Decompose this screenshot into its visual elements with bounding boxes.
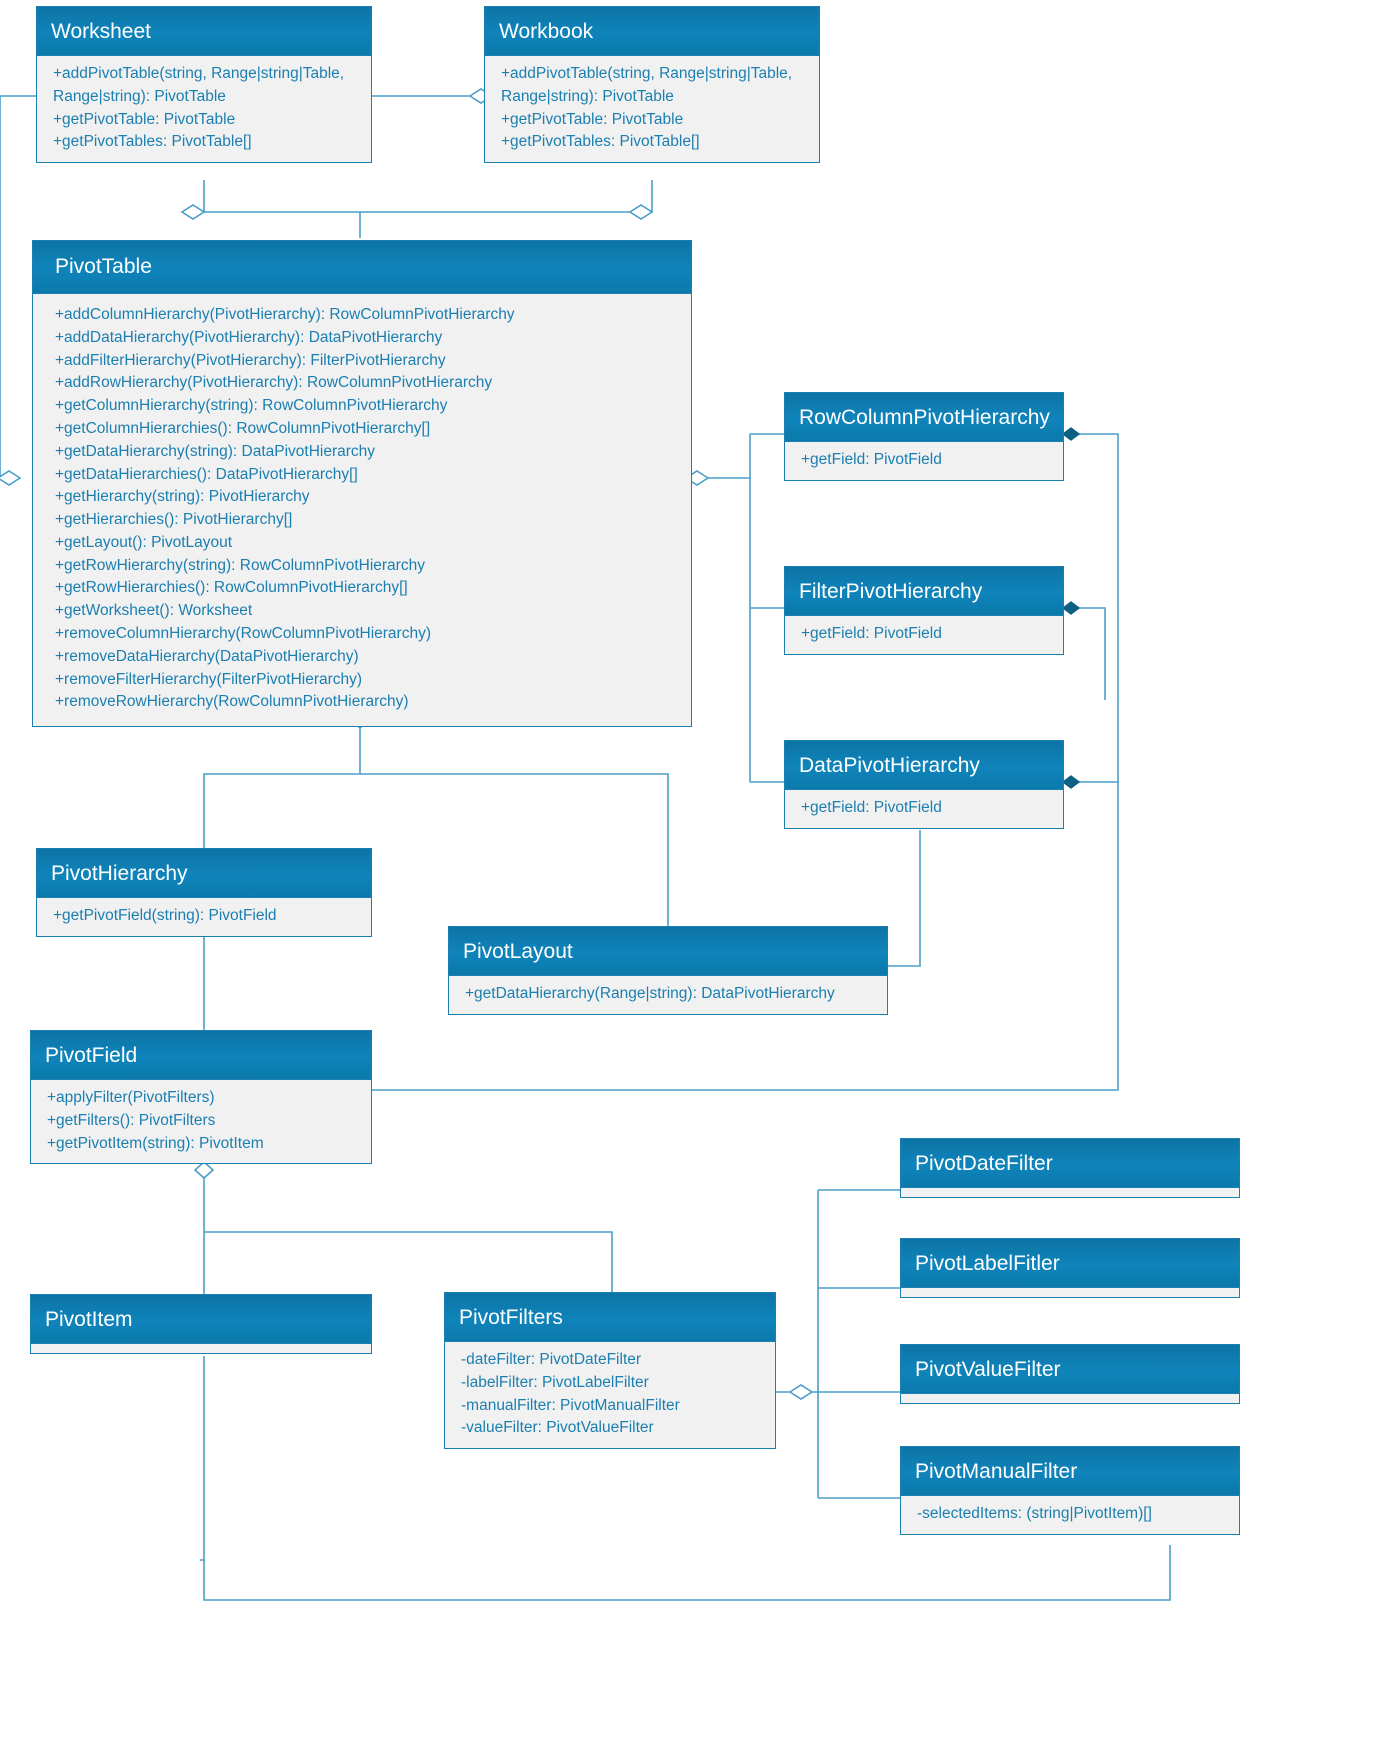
class-box-pivottable[interactable]: PivotTable +addColumnHierarchy(PivotHier… bbox=[32, 240, 692, 728]
class-members-pivotmanualfilter: -selectedItems: (string|PivotItem)[] bbox=[901, 1495, 1239, 1534]
class-box-worksheet[interactable]: Worksheet +addPivotTable(string, Range|s… bbox=[36, 6, 372, 164]
composition-diamond bbox=[1061, 427, 1081, 441]
class-box-pivothierarchy[interactable]: PivotHierarchy +getPivotField(string): P… bbox=[36, 848, 372, 937]
member: +addColumnHierarchy(PivotHierarchy): Row… bbox=[55, 306, 515, 324]
class-members-rowcolumnpivothierarchy: +getField: PivotField bbox=[785, 441, 1063, 480]
member: +getColumnHierarchies(): RowColumnPivotH… bbox=[55, 420, 431, 437]
member: +getLayout(): PivotLayout bbox=[55, 533, 233, 551]
class-members-workbook: +addPivotTable(string, Range|string|Tabl… bbox=[485, 55, 819, 163]
class-box-pivotvaluefilter[interactable]: PivotValueFilter bbox=[900, 1344, 1240, 1405]
member: +addPivotTable(string, Range|string|Tabl… bbox=[53, 65, 345, 105]
member: +removeColumnHierarchy(RowColumnPivotHie… bbox=[55, 625, 431, 643]
aggregation-diamond bbox=[180, 204, 206, 220]
class-title-pivotlabelfilter: PivotLabelFitler bbox=[901, 1239, 1239, 1288]
class-members-pivothierarchy: +getPivotField(string): PivotField bbox=[37, 897, 371, 936]
class-members-pivotfield: +applyFilter(PivotFilters) +getFilters()… bbox=[31, 1079, 371, 1164]
class-box-filterpivothierarchy[interactable]: FilterPivotHierarchy +getField: PivotFie… bbox=[784, 566, 1064, 655]
member: +getWorksheet(): Worksheet bbox=[55, 602, 253, 620]
member: +removeFilterHierarchy(FilterPivotHierar… bbox=[55, 670, 363, 688]
member: +getPivotTable: PivotTable bbox=[501, 110, 684, 128]
member: +addFilterHierarchy(PivotHierarchy): Fil… bbox=[55, 351, 446, 369]
class-box-pivotdatefilter[interactable]: PivotDateFilter bbox=[900, 1138, 1240, 1199]
class-title-pivotlayout: PivotLayout bbox=[449, 927, 887, 976]
class-members-pivotdatefilter bbox=[901, 1187, 1239, 1198]
class-title-pivotfilters: PivotFilters bbox=[445, 1293, 775, 1342]
class-title-pivotdatefilter: PivotDateFilter bbox=[901, 1139, 1239, 1188]
member: +getHierarchy(string): PivotHierarchy bbox=[55, 488, 310, 506]
member: +getDataHierarchies(): DataPivotHierarch… bbox=[55, 465, 358, 483]
class-box-pivotfilters[interactable]: PivotFilters -dateFilter: PivotDateFilte… bbox=[444, 1292, 776, 1450]
member: +getRowHierarchy(string): RowColumnPivot… bbox=[55, 556, 425, 574]
aggregation-diamond bbox=[0, 470, 22, 486]
class-title-pivotmanualfilter: PivotManualFilter bbox=[901, 1447, 1239, 1496]
member: +addPivotTable(string, Range|string|Tabl… bbox=[501, 65, 793, 105]
aggregation-diamond bbox=[788, 1384, 814, 1400]
member: +applyFilter(PivotFilters) bbox=[47, 1089, 215, 1107]
member: +getDataHierarchy(string): DataPivotHier… bbox=[55, 442, 376, 460]
member: +addRowHierarchy(PivotHierarchy): RowCol… bbox=[55, 374, 493, 392]
class-members-datapivothierarchy: +getField: PivotField bbox=[785, 789, 1063, 828]
class-members-pivotlabelfilter bbox=[901, 1287, 1239, 1298]
member: +removeRowHierarchy(RowColumnPivotHierar… bbox=[55, 693, 409, 711]
member: +removeDataHierarchy(DataPivotHierarchy) bbox=[55, 647, 359, 665]
member: +getField: PivotField bbox=[801, 799, 942, 817]
member: -manualFilter: PivotManualFilter bbox=[461, 1396, 680, 1414]
member: +getPivotTables: PivotTable[] bbox=[53, 133, 252, 151]
member: -dateFilter: PivotDateFilter bbox=[461, 1351, 642, 1369]
member: +getRowHierarchies(): RowColumnPivotHier… bbox=[55, 579, 408, 597]
class-members-pivotitem bbox=[31, 1343, 371, 1354]
member: +getPivotTables: PivotTable[] bbox=[501, 133, 700, 151]
class-members-worksheet: +addPivotTable(string, Range|string|Tabl… bbox=[37, 55, 371, 163]
class-title-datapivothierarchy: DataPivotHierarchy bbox=[785, 741, 1063, 790]
member: -selectedItems: (string|PivotItem)[] bbox=[917, 1505, 1152, 1523]
class-title-rowcolumnpivothierarchy: RowColumnPivotHierarchy bbox=[785, 393, 1063, 442]
class-members-pivotlayout: +getDataHierarchy(Range|string): DataPiv… bbox=[449, 975, 887, 1014]
class-box-pivotmanualfilter[interactable]: PivotManualFilter -selectedItems: (strin… bbox=[900, 1446, 1240, 1535]
class-members-filterpivothierarchy: +getField: PivotField bbox=[785, 615, 1063, 654]
class-box-pivotfield[interactable]: PivotField +applyFilter(PivotFilters) +g… bbox=[30, 1030, 372, 1165]
class-box-pivotlayout[interactable]: PivotLayout +getDataHierarchy(Range|stri… bbox=[448, 926, 888, 1015]
member: +getFilters(): PivotFilters bbox=[47, 1111, 216, 1129]
member: +getField: PivotField bbox=[801, 625, 942, 643]
class-box-workbook[interactable]: Workbook +addPivotTable(string, Range|st… bbox=[484, 6, 820, 164]
class-title-pivothierarchy: PivotHierarchy bbox=[37, 849, 371, 898]
class-box-rowcolumnpivothierarchy[interactable]: RowColumnPivotHierarchy +getField: Pivot… bbox=[784, 392, 1064, 481]
member: +getPivotItem(string): PivotItem bbox=[47, 1134, 264, 1152]
aggregation-diamond bbox=[628, 204, 654, 220]
class-title-pivottable: PivotTable bbox=[33, 241, 691, 294]
class-title-pivotvaluefilter: PivotValueFilter bbox=[901, 1345, 1239, 1394]
member: +getField: PivotField bbox=[801, 451, 942, 469]
class-members-pivotvaluefilter bbox=[901, 1393, 1239, 1404]
member: +getDataHierarchy(Range|string): DataPiv… bbox=[465, 985, 835, 1003]
class-members-pivottable: +addColumnHierarchy(PivotHierarchy): Row… bbox=[33, 293, 691, 727]
member: -labelFilter: PivotLabelFilter bbox=[461, 1373, 649, 1391]
class-box-pivotitem[interactable]: PivotItem bbox=[30, 1294, 372, 1355]
class-title-pivotitem: PivotItem bbox=[31, 1295, 371, 1344]
class-title-workbook: Workbook bbox=[485, 7, 819, 56]
member: +getHierarchies(): PivotHierarchy[] bbox=[55, 511, 293, 529]
member: +getColumnHierarchy(string): RowColumnPi… bbox=[55, 397, 448, 415]
class-box-pivotlabelfilter[interactable]: PivotLabelFitler bbox=[900, 1238, 1240, 1299]
member: +getPivotTable: PivotTable bbox=[53, 110, 236, 128]
member: +addDataHierarchy(PivotHierarchy): DataP… bbox=[55, 328, 443, 346]
composition-diamond bbox=[1061, 601, 1081, 615]
member: -valueFilter: PivotValueFilter bbox=[461, 1419, 654, 1437]
class-title-filterpivothierarchy: FilterPivotHierarchy bbox=[785, 567, 1063, 616]
composition-diamond bbox=[1061, 775, 1081, 789]
member: +getPivotField(string): PivotField bbox=[53, 907, 277, 925]
class-box-datapivothierarchy[interactable]: DataPivotHierarchy +getField: PivotField bbox=[784, 740, 1064, 829]
class-members-pivotfilters: -dateFilter: PivotDateFilter -labelFilte… bbox=[445, 1341, 775, 1449]
class-title-worksheet: Worksheet bbox=[37, 7, 371, 56]
class-title-pivotfield: PivotField bbox=[31, 1031, 371, 1080]
